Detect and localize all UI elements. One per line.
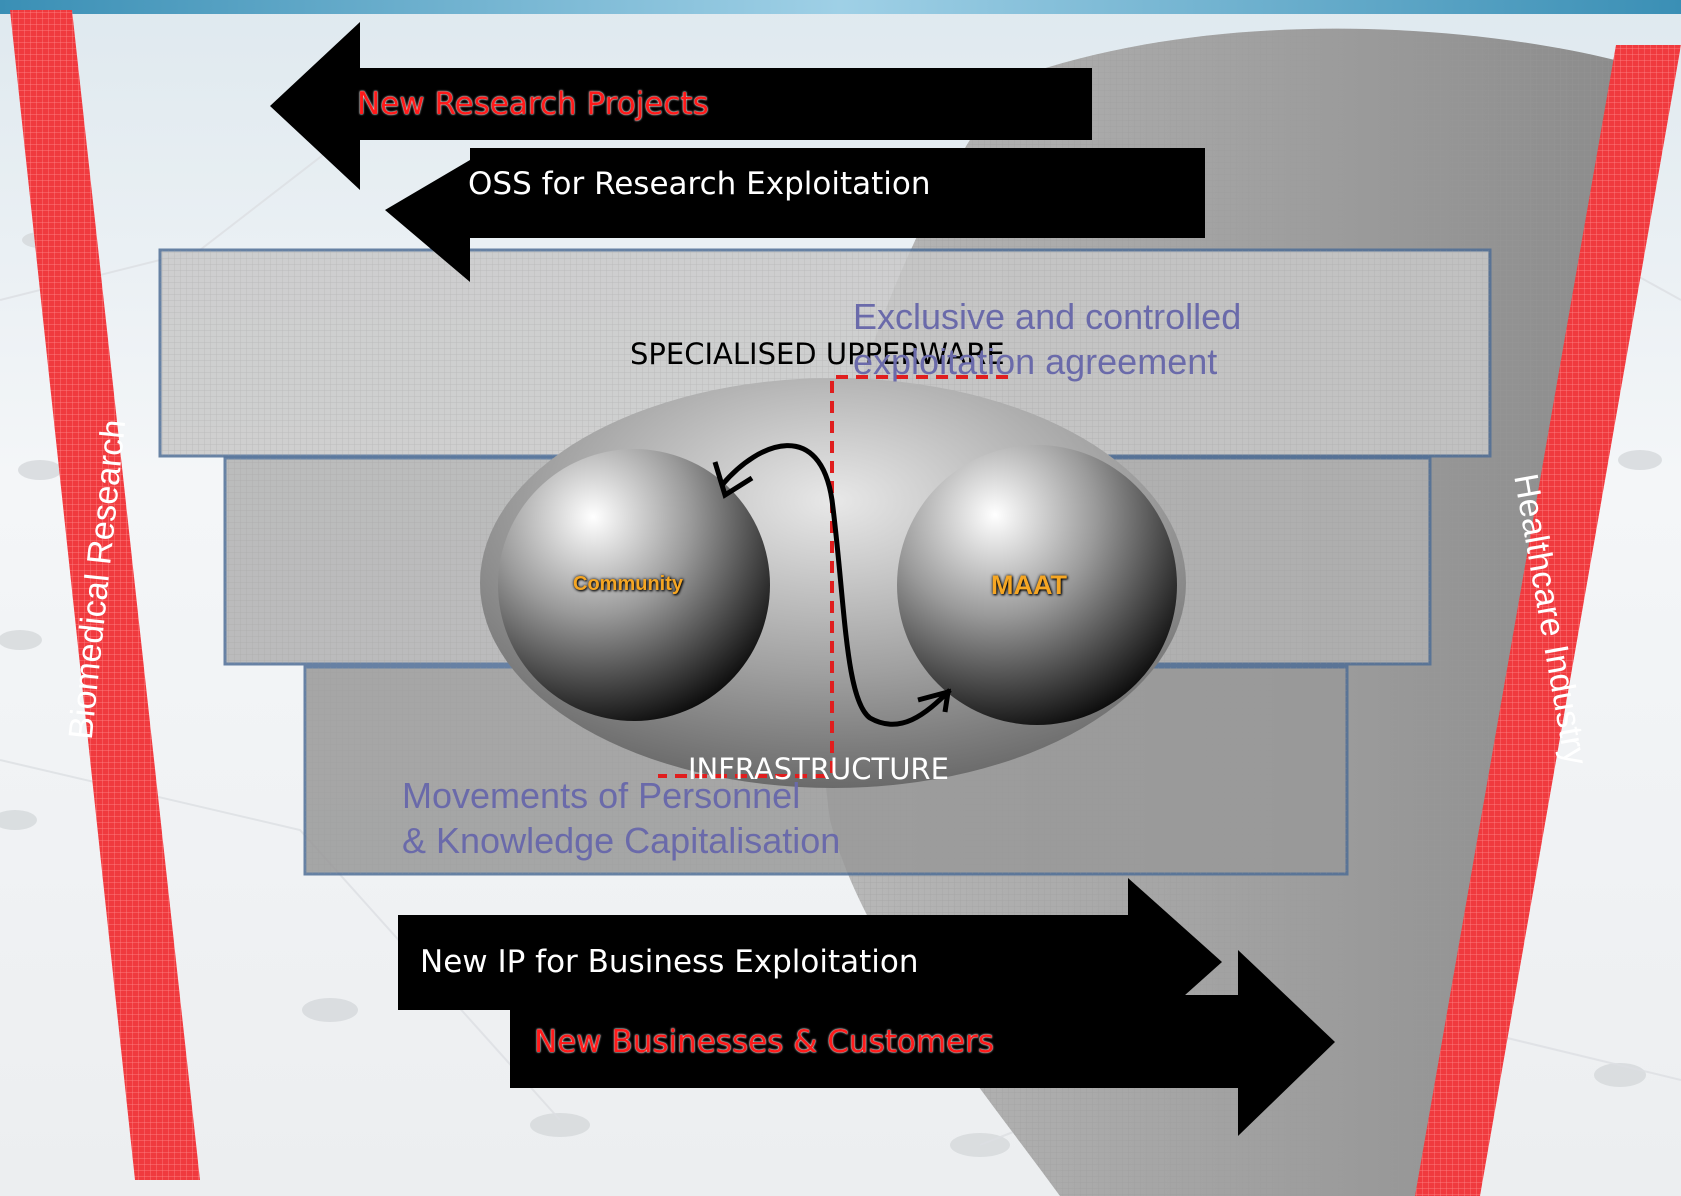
flow-curve — [720, 443, 952, 727]
flow-arrowhead-left — [712, 461, 754, 499]
arrow-oss-research-exploitation — [385, 148, 1205, 282]
new-research-projects-label: New Research Projects — [357, 86, 709, 122]
maat-label: MAAT — [991, 570, 1067, 600]
arrow-new-research-projects — [270, 22, 1092, 190]
movements-personnel-line1: Movements of Personnel — [402, 775, 801, 816]
new-ip-business-label: New IP for Business Exploitation — [420, 944, 919, 980]
exclusive-agreement-line1: Exclusive and controlled — [853, 296, 1242, 337]
exclusive-agreement-line2: exploitation agreement — [853, 341, 1218, 382]
right-side-bar — [1415, 45, 1681, 1196]
flow-arrowhead-right — [917, 688, 952, 713]
movements-personnel-line2: & Knowledge Capitalisation — [402, 820, 841, 861]
infrastructure-label: INFRASTRUCTURE — [688, 752, 949, 786]
maat-orb — [897, 445, 1177, 725]
community-label: Community — [573, 573, 683, 595]
community-orb — [498, 449, 770, 721]
specialised-upperware-label: SPECIALISED UPPERWARE — [630, 337, 1005, 371]
arrow-new-businesses-customers — [510, 950, 1335, 1136]
exploitation-boundary — [658, 375, 1008, 778]
left-side-bar — [10, 10, 200, 1180]
new-businesses-customers-label: New Businesses & Customers — [534, 1024, 995, 1060]
oss-research-exploitation-label: OSS for Research Exploitation — [468, 166, 931, 202]
